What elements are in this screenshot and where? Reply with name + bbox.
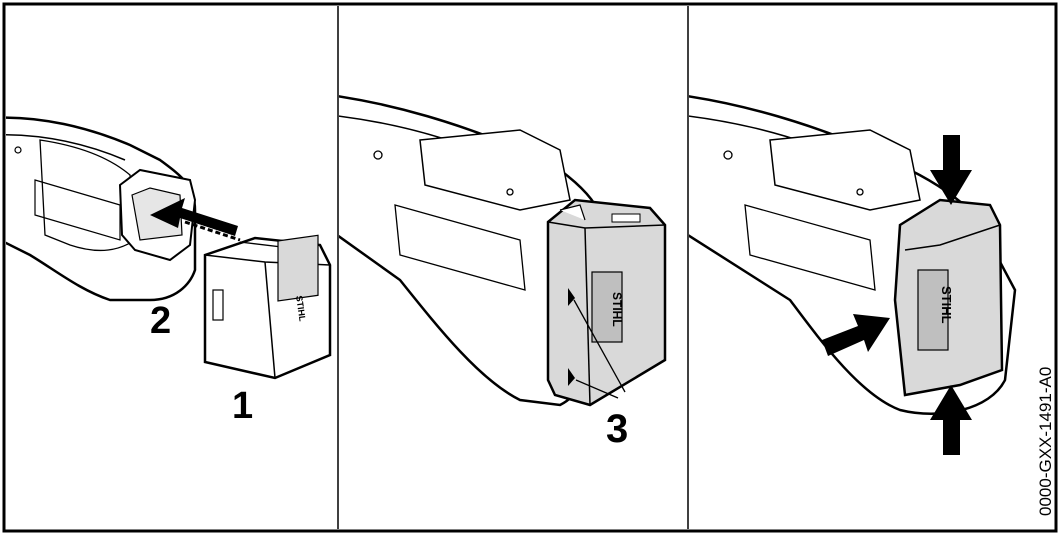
figure-code: 0000-GXX-1491-A0 — [1036, 367, 1055, 516]
battery-pack: STIHL — [546, 198, 667, 407]
press-arrow-left — [822, 314, 890, 356]
battery-brand: STIHL — [939, 286, 954, 324]
panel-2: STIHL 3 — [339, 95, 667, 451]
insert-arrow — [150, 198, 238, 236]
battery-pack: STIHL — [893, 198, 1004, 397]
callout-2: 2 — [150, 300, 171, 342]
press-arrow-bottom — [930, 385, 972, 455]
panel-3: STIHL 0000-GXX-1491-A0 — [689, 95, 1055, 516]
callout-1: 1 — [232, 385, 253, 427]
battery-pack: STIHL — [203, 234, 332, 380]
battery-brand: STIHL — [610, 292, 624, 327]
panel-1: STIHL 2 1 — [6, 116, 332, 427]
press-arrow-top — [930, 135, 972, 205]
battery-brand: STIHL — [294, 295, 308, 323]
callout-3: 3 — [606, 407, 628, 451]
